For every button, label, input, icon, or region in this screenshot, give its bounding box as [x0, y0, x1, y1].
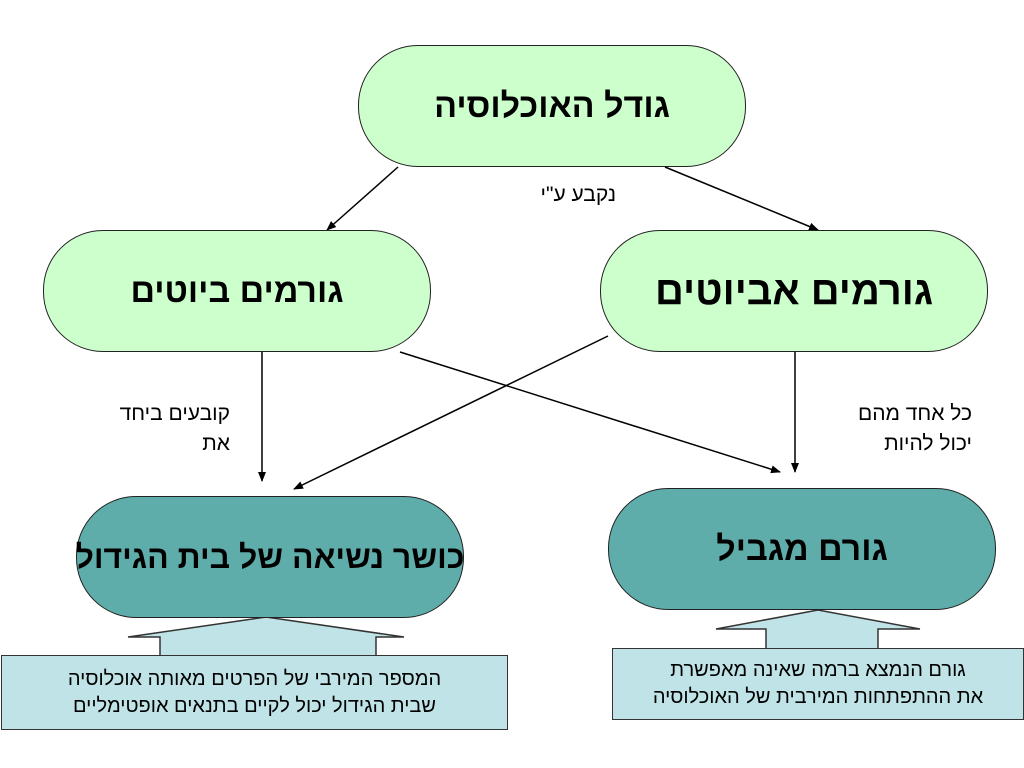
edge-label-each-line2: יכול להיות	[884, 432, 972, 455]
edge-label-determined-by-text: נקבע ע"י	[540, 183, 616, 206]
node-population-size-label: גודל האוכלוסיה	[434, 86, 670, 125]
node-limiting-factor-label: גורם מגביל	[716, 529, 888, 568]
edge-label-together-determine: קובעים ביחד את	[70, 399, 230, 459]
arrow-top-to-biotic	[326, 166, 399, 231]
edge-label-determined-by: נקבע ע"י	[480, 180, 616, 210]
carrying-definition-line1: המספר המירבי של הפרטים מאותה אוכלוסיה	[67, 667, 442, 690]
node-abiotic-factors-label: גורמים אביוטים	[655, 268, 933, 313]
node-limiting-factor: גורם מגביל	[608, 488, 996, 610]
edge-label-together-line2: את	[202, 432, 230, 455]
arrow-top-to-abiotic	[664, 166, 819, 231]
node-population-size: גודל האוכלוסיה	[358, 45, 746, 167]
edge-label-each-can-be: כל אחד מהם יכול להיות	[810, 399, 972, 459]
node-biotic-factors: גורמים ביוטים	[43, 230, 431, 352]
arrow-abiotic-to-carrying	[293, 335, 609, 490]
limiting-definition-line2: את ההתפתחות המירבית של האוכלוסיה	[652, 686, 984, 708]
carrying-definition-line2: שבית הגידול יכול לקיים בתנאים אופטימליים	[73, 694, 436, 717]
arrow-biotic-to-limiting	[399, 351, 781, 474]
limiting-factor-definition: גורם הנמצא ברמה שאינה מאפשרת את ההתפתחות…	[612, 648, 1024, 720]
edge-label-together-line1: קובעים ביחד	[119, 402, 230, 425]
carrying-capacity-definition: המספר המירבי של הפרטים מאותה אוכלוסיה שב…	[1, 655, 508, 730]
node-biotic-factors-label: גורמים ביוטים	[130, 271, 344, 310]
node-abiotic-factors: גורמים אביוטים	[600, 230, 988, 352]
node-carrying-capacity: כושר נשיאה של בית הגידול	[76, 496, 464, 618]
limiting-definition-line1: גורם הנמצא ברמה שאינה מאפשרת	[670, 659, 966, 681]
node-carrying-capacity-label: כושר נשיאה של בית הגידול	[75, 538, 465, 575]
edge-label-each-line1: כל אחד מהם	[857, 402, 972, 425]
limiting-callout-pointer	[715, 609, 921, 650]
carrying-callout-pointer	[127, 616, 405, 657]
